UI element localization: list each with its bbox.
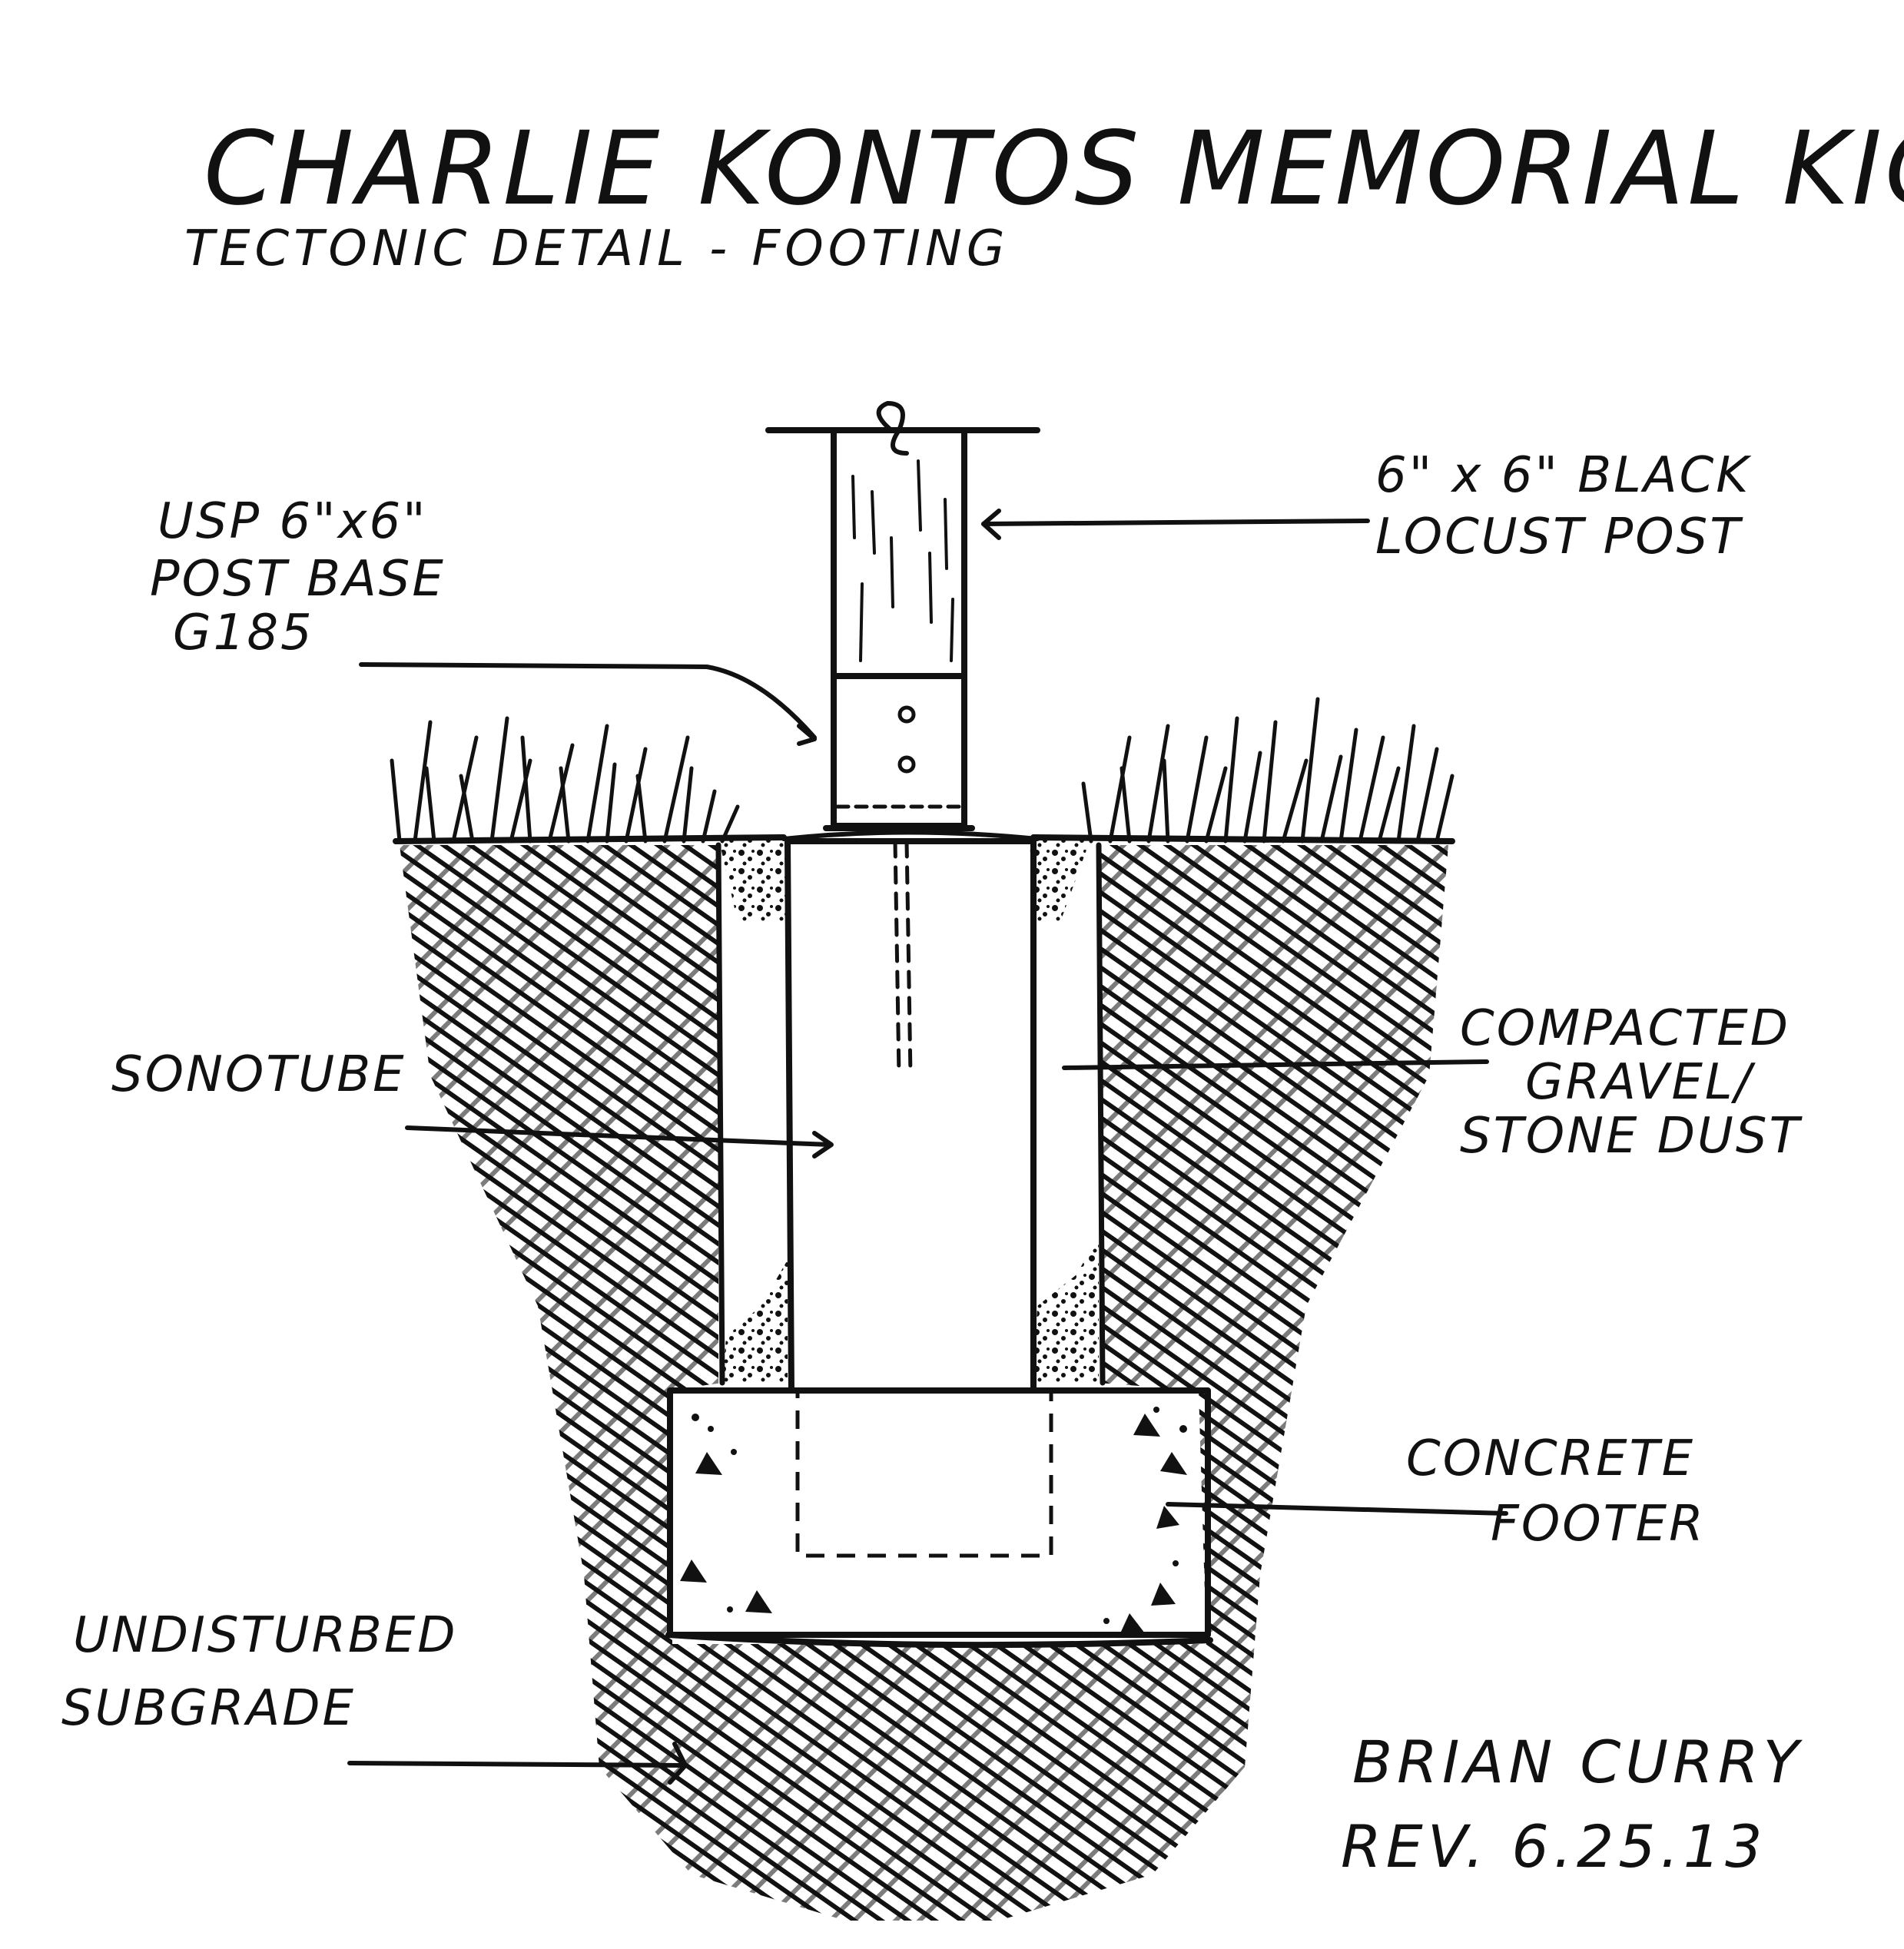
concrete-footer <box>665 1387 1213 1649</box>
label-post-line1: 6" x 6" BLACK <box>1375 447 1752 504</box>
usp-post-base <box>823 673 975 831</box>
label-gravel-line1: COMPACTED <box>1460 1000 1790 1057</box>
label-sonotube: SONOTUBE <box>111 1046 406 1103</box>
leader-lines <box>347 509 1508 1785</box>
label-footer-line1: CONCRETE <box>1406 1430 1695 1487</box>
label-post-base-line1: USP 6"x6" <box>158 493 428 550</box>
label-footer-line2: FOOTER <box>1491 1496 1706 1553</box>
label-subgrade-line1: UNDISTURBED <box>73 1607 458 1664</box>
label-gravel: COMPACTED GRAVEL/ STONE DUST <box>1460 1000 1803 1165</box>
label-gravel-line3: STONE DUST <box>1460 1108 1803 1165</box>
soil-hatching <box>400 845 1448 1921</box>
label-post-base-line2: POST BASE <box>150 551 446 608</box>
page-title: CHARLIE KONTOS MEMORIAL KIOSK <box>204 110 1904 228</box>
label-post-line2: LOCUST POST <box>1375 509 1743 565</box>
grass <box>390 697 1455 844</box>
label-subgrade-line2: SUBGRADE <box>61 1680 356 1737</box>
label-post-base: USP 6"x6" POST BASE G185 <box>150 493 446 661</box>
label-post-base-line3: G185 <box>173 605 314 661</box>
gravel-backfill <box>715 837 1106 1390</box>
signature-revision: REV. 6.25.13 <box>1341 1812 1767 1881</box>
label-footer: CONCRETE FOOTER <box>1406 1430 1706 1553</box>
label-subgrade: UNDISTURBED SUBGRADE <box>61 1607 458 1737</box>
black-locust-post <box>765 401 1040 679</box>
label-post: 6" x 6" BLACK LOCUST POST <box>1375 447 1752 565</box>
page-subtitle: TECTONIC DETAIL - FOOTING <box>184 220 1010 277</box>
signature-block: BRIAN CURRY REV. 6.25.13 <box>1341 1728 1803 1881</box>
signature-author: BRIAN CURRY <box>1352 1728 1803 1796</box>
label-gravel-line2: GRAVEL/ <box>1525 1054 1756 1111</box>
sonotube <box>781 830 1040 1394</box>
